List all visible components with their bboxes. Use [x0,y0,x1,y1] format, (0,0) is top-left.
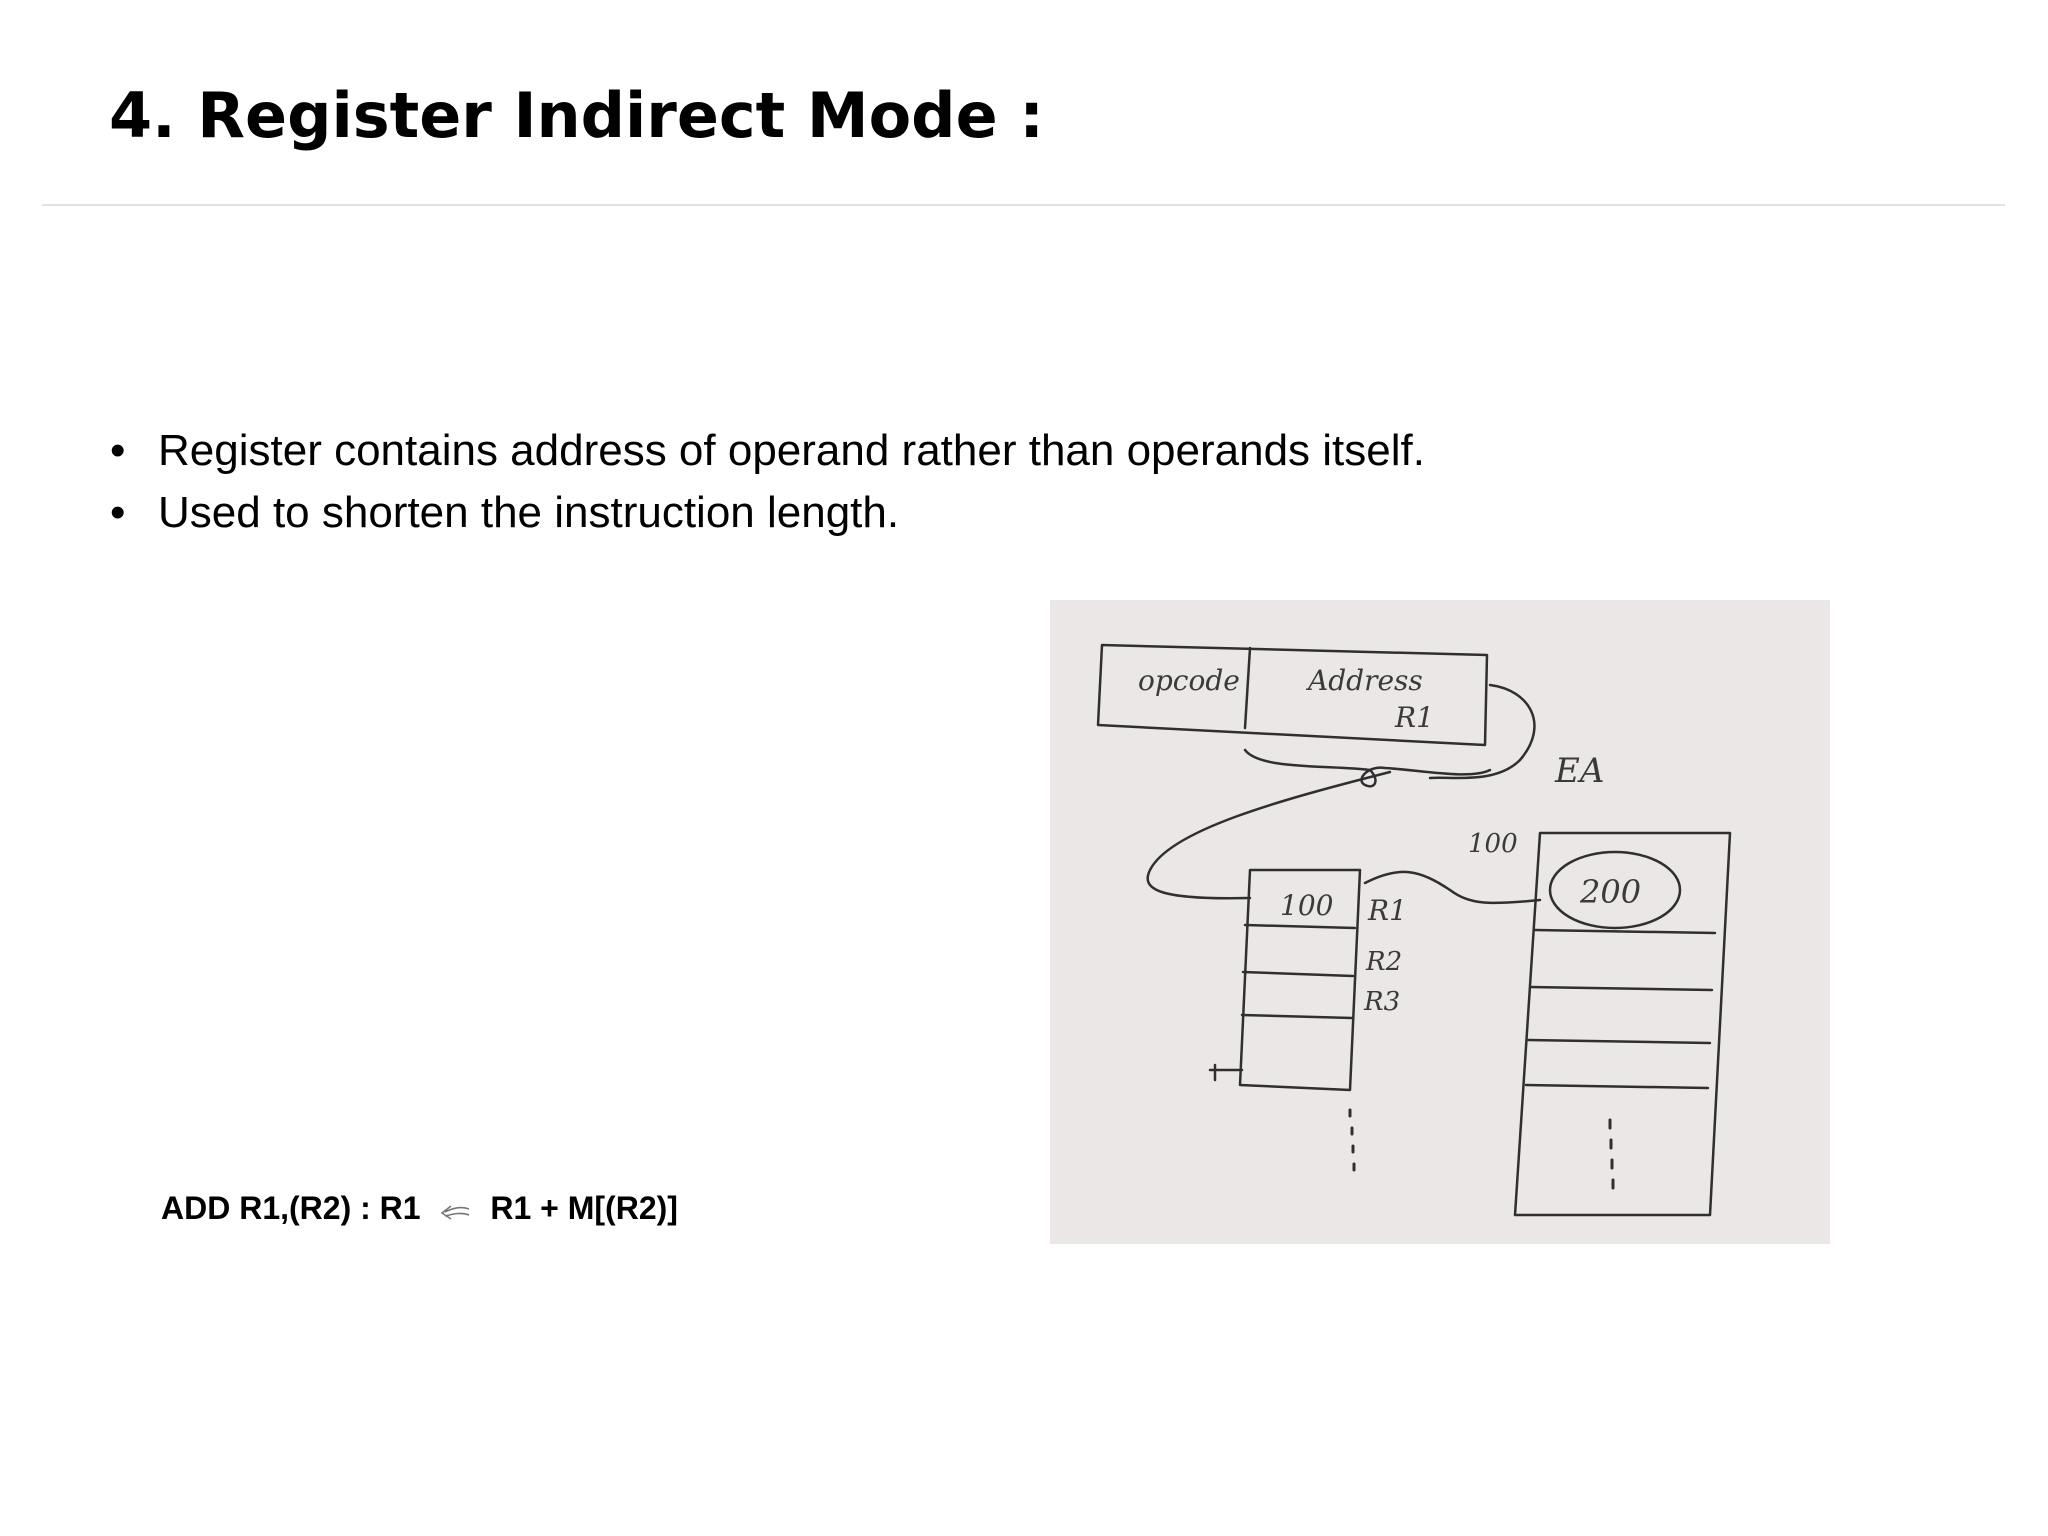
instruction-divider [1243,646,1252,730]
formula: ADD R1,(R2) : R1 R1 + M[(R2)] [161,1186,678,1233]
diagram-svg: opcode Address R1 EA 100 100 R1 R2 R3 20… [1096,643,1732,1217]
memory-value: 200 [1579,873,1641,911]
formula-right: R1 + M[(R2)] [490,1190,678,1226]
register-file [1238,868,1362,1092]
address-register-label: R1 [1394,701,1434,734]
ea-connector [1428,683,1536,780]
memory-pointer [1363,870,1542,905]
instruction-brace [1243,748,1492,788]
formula-left: ADD R1,(R2) : R1 [161,1190,421,1226]
instruction-box [1096,643,1489,747]
bullet-item: • Used to shorten the instruction length… [108,482,1425,544]
ea-label: EA [1554,751,1604,791]
register-label-r2: R2 [1365,947,1402,977]
value-circle [1548,850,1682,930]
bullet-list: • Register contains address of operand r… [108,420,1425,544]
bullet-marker: • [110,426,126,475]
slide-title: 4. Register Indirect Mode : [109,79,1044,152]
diagram-photo: opcode Address R1 EA 100 100 R1 R2 R3 20… [1050,600,1830,1244]
title-divider [42,204,2005,206]
register-label-r1: R1 [1367,894,1407,927]
register-pointer [1146,770,1392,900]
bullet-text: Used to shorten the instruction length. [158,488,900,537]
opcode-label: opcode [1138,664,1240,697]
left-arrow-icon [439,1189,471,1233]
register-value: 100 [1280,889,1333,922]
address-label: Address [1305,664,1423,697]
register-label-r3: R3 [1363,987,1400,1017]
bullet-item: • Register contains address of operand r… [108,420,1425,482]
memory-address-label: 100 [1468,829,1518,859]
memory-block [1513,831,1732,1217]
bullet-text: Register contains address of operand rat… [158,426,1425,475]
bullet-marker: • [110,488,126,537]
